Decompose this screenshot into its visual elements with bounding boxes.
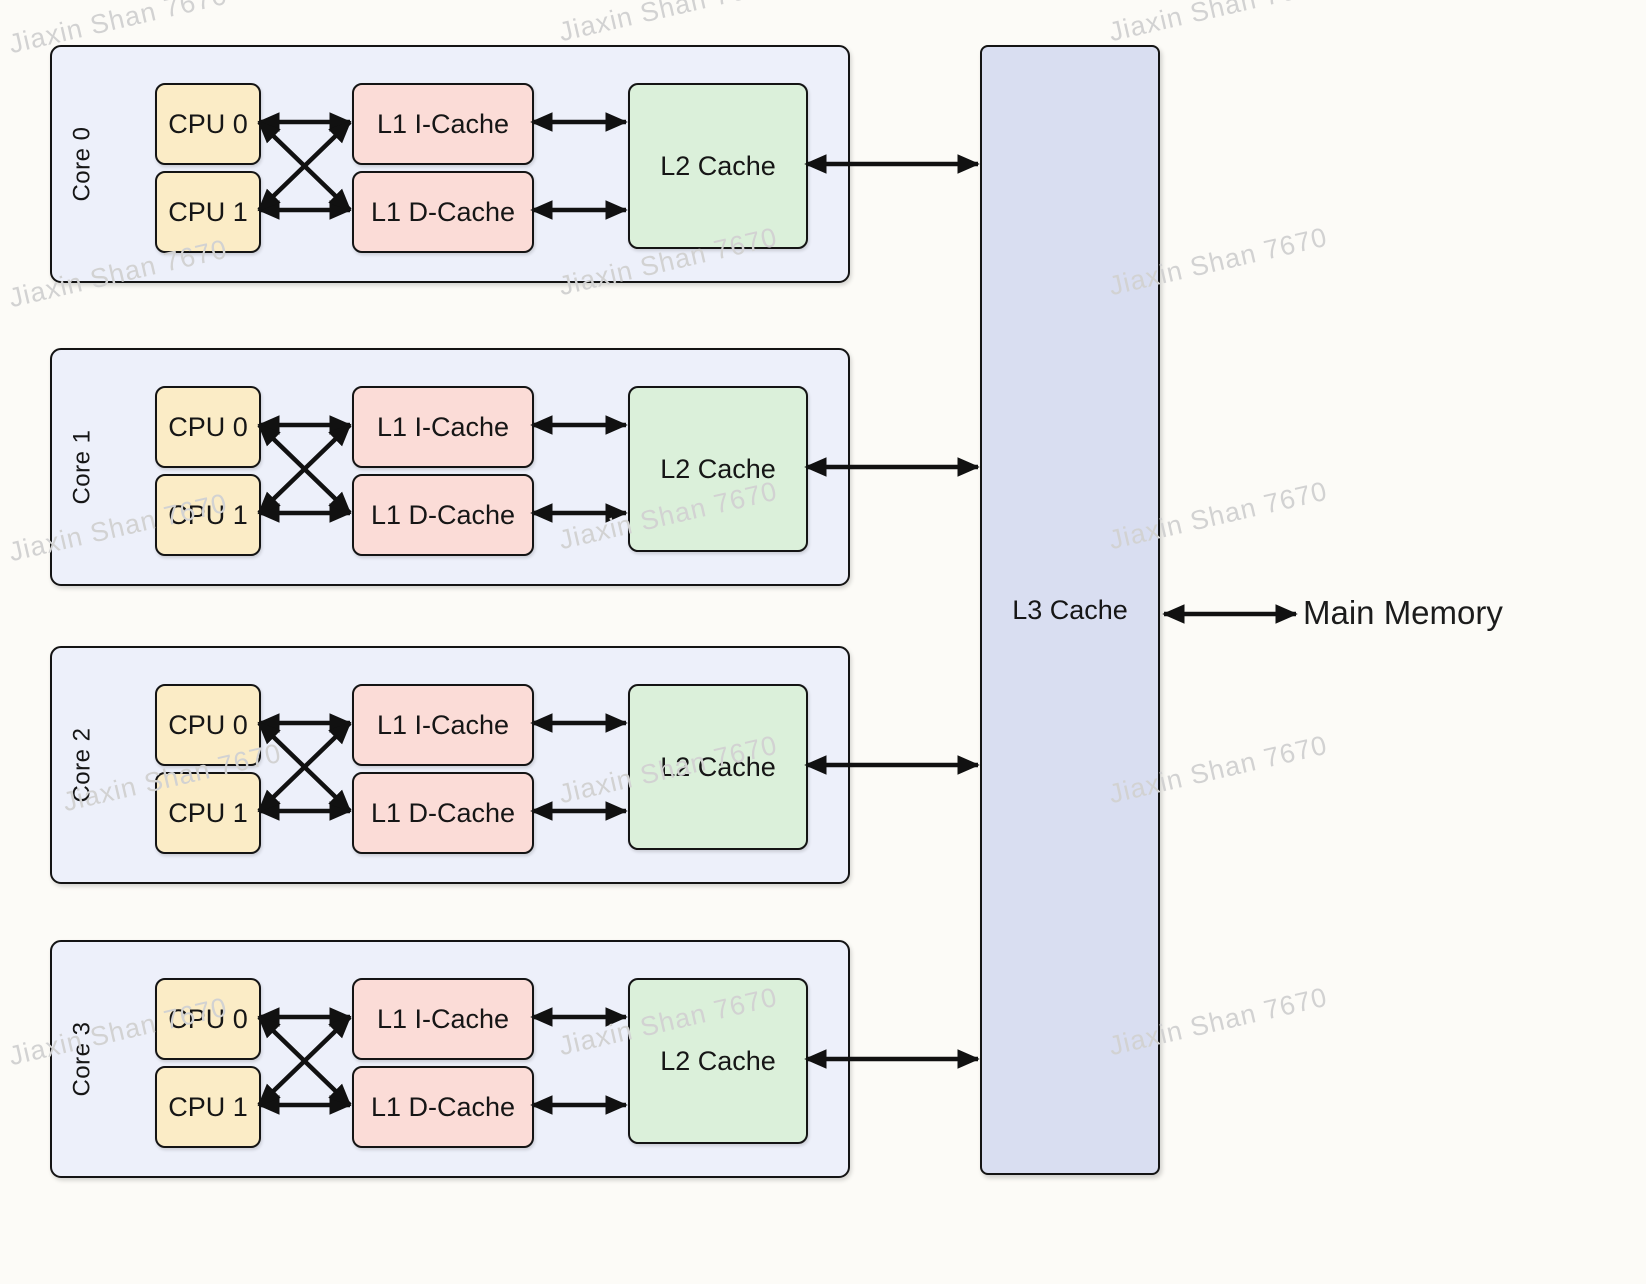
core-0-label: Core 0 <box>69 126 97 202</box>
core-1-cpu-1-box: CPU 1 <box>155 474 261 556</box>
core-2-cpu-0-box: CPU 0 <box>155 684 261 766</box>
core-2-container: Core 2 CPU 0 CPU 1 L1 I-Cache L1 D-Cache… <box>50 646 850 884</box>
core-3-label-strip: Core 3 <box>52 942 114 1176</box>
core-3-label: Core 3 <box>69 1021 97 1097</box>
core-0-container: Core 0 CPU 0 CPU 1 L1 I-Cache L1 D-Cache… <box>50 45 850 283</box>
core-1-label: Core 1 <box>69 429 97 505</box>
core-1-l1-dcache-box: L1 D-Cache <box>352 474 534 556</box>
core-3-l2-cache-box: L2 Cache <box>628 978 808 1144</box>
core-2-cpu-1-box: CPU 1 <box>155 772 261 854</box>
core-2-l1-dcache-box: L1 D-Cache <box>352 772 534 854</box>
main-memory-label: Main Memory <box>1303 594 1503 632</box>
core-1-cpu-0-box: CPU 0 <box>155 386 261 468</box>
core-1-l1-icache-box: L1 I-Cache <box>352 386 534 468</box>
core-2-l1-icache-box: L1 I-Cache <box>352 684 534 766</box>
core-1-label-strip: Core 1 <box>52 350 114 584</box>
watermark-text: Jiaxin Shan 7670 <box>1106 0 1331 48</box>
core-1-l2-cache-box: L2 Cache <box>628 386 808 552</box>
core-0-l1-dcache-box: L1 D-Cache <box>352 171 534 253</box>
core-0-l2-cache-box: L2 Cache <box>628 83 808 249</box>
core-3-cpu-1-box: CPU 1 <box>155 1066 261 1148</box>
core-3-cpu-0-box: CPU 0 <box>155 978 261 1060</box>
core-2-l2-cache-box: L2 Cache <box>628 684 808 850</box>
core-2-label-strip: Core 2 <box>52 648 114 882</box>
core-2-label: Core 2 <box>69 727 97 803</box>
core-0-label-strip: Core 0 <box>52 47 114 281</box>
core-3-l1-icache-box: L1 I-Cache <box>352 978 534 1060</box>
core-1-container: Core 1 CPU 0 CPU 1 L1 I-Cache L1 D-Cache… <box>50 348 850 586</box>
l3-cache-box: L3 Cache <box>980 45 1160 1175</box>
core-0-cpu-0-box: CPU 0 <box>155 83 261 165</box>
watermark-text: Jiaxin Shan 7670 <box>556 0 781 48</box>
core-0-l1-icache-box: L1 I-Cache <box>352 83 534 165</box>
core-3-container: Core 3 CPU 0 CPU 1 L1 I-Cache L1 D-Cache… <box>50 940 850 1178</box>
core-0-cpu-1-box: CPU 1 <box>155 171 261 253</box>
core-3-l1-dcache-box: L1 D-Cache <box>352 1066 534 1148</box>
